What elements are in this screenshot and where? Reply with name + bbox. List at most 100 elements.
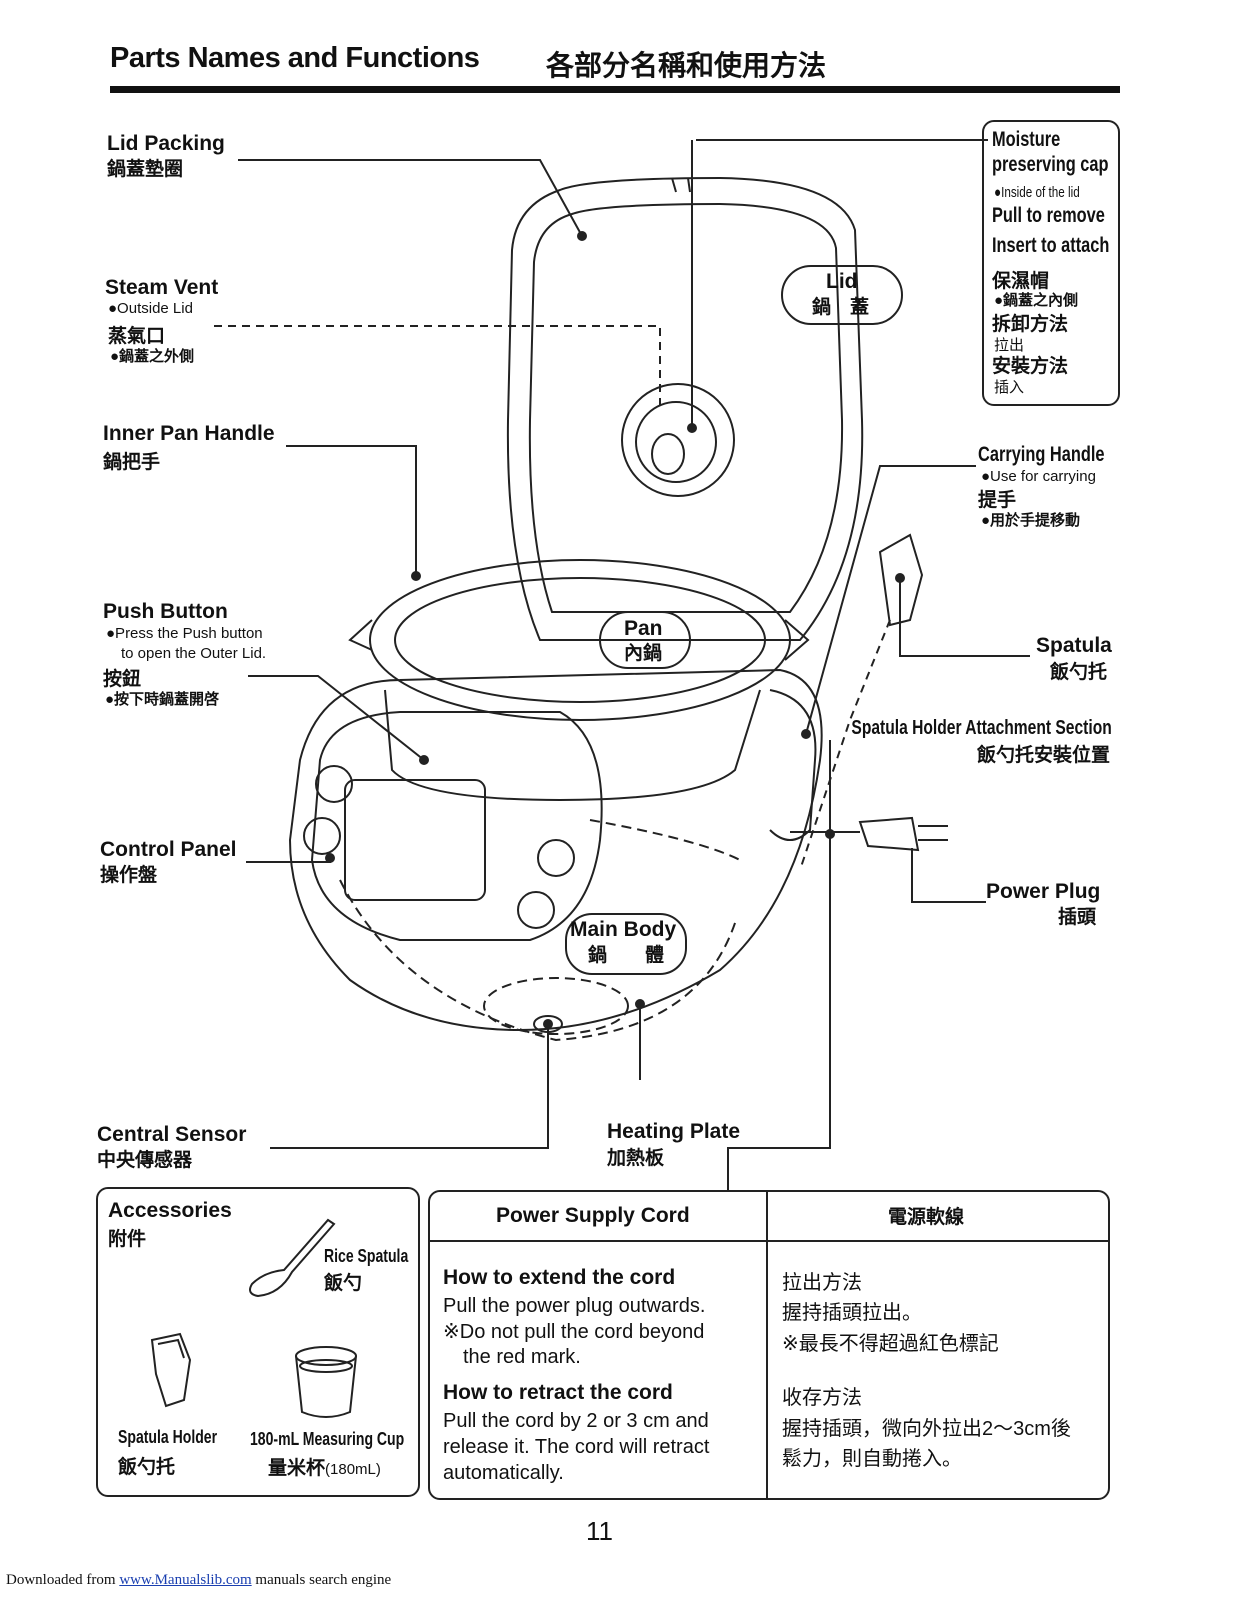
retract-cord-title: How to retract the cord (443, 1381, 673, 1404)
footer-prefix: Downloaded from (6, 1572, 120, 1588)
heating-plate-label-zh: 加熱板 (607, 1148, 665, 1169)
moisture-cap-note-zh: ●鍋蓋之內側 (994, 292, 1079, 309)
spatula-holder-icon (150, 1332, 192, 1408)
lid-inner (528, 202, 844, 613)
power-cord-header-en: Power Supply Cord (496, 1204, 690, 1227)
moisture-cap-pull: Pull to remove (992, 204, 1105, 227)
pan-rim (369, 559, 791, 721)
pan-label: Pan (624, 617, 663, 640)
body-outline (288, 668, 823, 1032)
power-plug (858, 816, 920, 852)
moisture-cap-outer (621, 383, 735, 497)
page-number: 11 (586, 1516, 613, 1546)
footer: Downloaded from www.Manualslib.com manua… (6, 1572, 391, 1589)
page-title-zh: 各部分名稱和使用方法 (546, 50, 827, 81)
retract-cord-line-1-zh: 握持插頭，微向外拉出2～3cm後 (782, 1418, 1071, 1440)
extend-cord-line-1: Pull the power plug outwards. (443, 1295, 706, 1317)
spatula-holder-label-zh: 飯勺托 (118, 1457, 176, 1478)
power-cord-box (428, 1190, 1110, 1500)
power-plug-label-zh: 插頭 (1058, 907, 1097, 928)
moisture-cap-pull-zh: 拉出 (994, 337, 1025, 354)
pan-bubble (599, 611, 691, 669)
control-panel-label: Control Panel (100, 838, 237, 861)
moisture-cap-box (982, 120, 1120, 406)
rice-spatula-label-zh: 飯勺 (324, 1273, 363, 1294)
measuring-cup-label-zh: 量米杯 (268, 1458, 326, 1479)
moisture-cap-attach-zh: 安裝方法 (992, 356, 1069, 377)
lid-label: Lid (826, 270, 858, 293)
control-panel-label-zh: 操作盤 (100, 865, 158, 886)
moisture-cap-insert-zh: 插入 (994, 379, 1025, 396)
moisture-cap-label-1: Moisture (992, 128, 1061, 151)
lid-label-zh: 鍋 蓋 (812, 297, 870, 318)
push-button-note-1: ●Press the Push button (106, 625, 263, 642)
steam-vent-label: Steam Vent (105, 276, 219, 299)
heating-plate-outline (483, 977, 629, 1035)
main-body-label: Main Body (570, 918, 677, 941)
spatula-holder-section-label-zh: 飯勺托安裝位置 (976, 745, 1110, 766)
steam-vent-label-zh: 蒸氣口 (108, 326, 166, 347)
push-button-note-2: to open the Outer Lid. (121, 645, 267, 662)
retract-cord-line-2-zh: 鬆力，則自動捲入。 (782, 1448, 962, 1470)
carrying-handle-label-zh: 提手 (978, 490, 1017, 511)
retract-cord-line-3: automatically. (443, 1462, 564, 1484)
header-rule (110, 86, 1120, 93)
inner-pan-handle-label-zh: 鍋把手 (103, 452, 161, 473)
extend-cord-line-2-zh: ※最長不得超過紅色標記 (782, 1333, 999, 1355)
lid-bubble (781, 265, 903, 325)
accessories-box (96, 1187, 420, 1497)
heating-plate-label: Heating Plate (607, 1120, 741, 1143)
power-cord-header-rule (430, 1240, 1108, 1242)
spatula-holder-body (878, 533, 924, 627)
lid-outline (506, 176, 864, 641)
moisture-cap-note: ●Inside of the lid (994, 184, 1080, 201)
moisture-cap-insert: Insert to attach (992, 234, 1110, 257)
main-body-bubble (565, 913, 687, 975)
power-cord-divider (766, 1192, 768, 1498)
measuring-cup-label: 180-mL Measuring Cup (250, 1429, 405, 1449)
measuring-cup-unit: (180mL) (325, 1461, 381, 1478)
retract-cord-title-zh: 收存方法 (782, 1387, 862, 1409)
carrying-handle-note: ●Use for carrying (981, 468, 1096, 485)
central-sensor-label: Central Sensor (97, 1123, 247, 1146)
spatula-label-zh: 飯勺托 (1050, 662, 1108, 683)
extend-cord-title: How to extend the cord (443, 1266, 676, 1289)
measuring-cup-label-zh-row: 量米杯(180mL) (268, 1457, 381, 1480)
main-body-label-zh: 鍋 體 (588, 945, 665, 966)
push-button-label-zh: 按鈕 (103, 669, 142, 690)
retract-cord-line-1: Pull the cord by 2 or 3 cm and (443, 1410, 709, 1432)
accessories-title-zh: 附件 (108, 1229, 147, 1250)
moisture-cap-remove-zh: 拆卸方法 (992, 314, 1069, 335)
display-window (344, 779, 486, 901)
power-cord-header-zh: 電源軟線 (888, 1207, 965, 1228)
rice-spatula-label: Rice Spatula (324, 1246, 409, 1266)
extend-cord-line-2: ※Do not pull the cord beyond (443, 1321, 705, 1343)
steam-vent-note-zh: ●鍋蓋之外側 (110, 348, 195, 365)
pan-label-zh: 內鍋 (624, 643, 663, 664)
extend-cord-line-3: the red mark. (463, 1346, 581, 1368)
extend-cord-title-zh: 拉出方法 (782, 1272, 862, 1294)
measuring-cup-icon (295, 1346, 357, 1418)
accessories-title: Accessories (108, 1199, 232, 1222)
carrying-handle-label: Carrying Handle (978, 443, 1105, 466)
inner-pan-handle-label: Inner Pan Handle (103, 422, 275, 445)
lid-packing-label: Lid Packing (107, 132, 225, 155)
moisture-cap-label-2: preserving cap (992, 153, 1109, 176)
steam-vent-note: ●Outside Lid (108, 300, 193, 317)
moisture-cap-label-zh: 保濕帽 (992, 271, 1050, 292)
spatula-holder-section-label: Spatula Holder Attachment Section (851, 717, 1112, 739)
control-panel-outline (310, 711, 603, 941)
page-title-en: Parts Names and Functions (110, 42, 480, 74)
push-button-note-zh: ●按下時鍋蓋開啓 (105, 691, 220, 708)
retract-cord-line-2: release it. The cord will retract (443, 1436, 710, 1458)
push-button-label: Push Button (103, 600, 228, 623)
footer-link[interactable]: www.Manualslib.com (119, 1572, 252, 1588)
spatula-holder-label: Spatula Holder (118, 1427, 218, 1447)
lid-packing-label-zh: 鍋蓋墊圈 (107, 159, 184, 180)
rice-spatula-icon (249, 1218, 336, 1298)
power-plug-label: Power Plug (986, 880, 1101, 903)
central-sensor-label-zh: 中央傳感器 (97, 1150, 193, 1171)
extend-cord-line-1-zh: 握持插頭拉出。 (782, 1302, 922, 1324)
spatula-label: Spatula (1036, 634, 1112, 657)
